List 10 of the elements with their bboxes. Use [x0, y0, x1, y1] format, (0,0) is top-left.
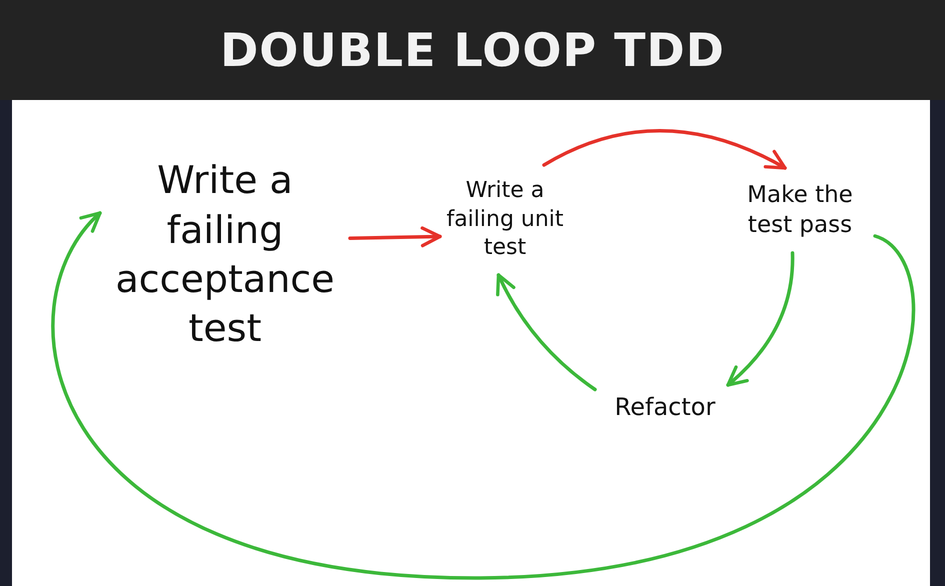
step-text: Make the test pass [746, 180, 854, 240]
step-text: Refactor [614, 392, 716, 423]
step-text: Write a failing unit test [445, 177, 565, 262]
arrow [348, 226, 442, 248]
arrow [542, 129, 787, 170]
arrow [496, 273, 597, 392]
step-text: Write a failing acceptance test [114, 157, 336, 352]
arrow [52, 211, 915, 580]
arrow [726, 251, 794, 387]
diagram-title: DOUBLE LOOP TDD [220, 23, 725, 77]
